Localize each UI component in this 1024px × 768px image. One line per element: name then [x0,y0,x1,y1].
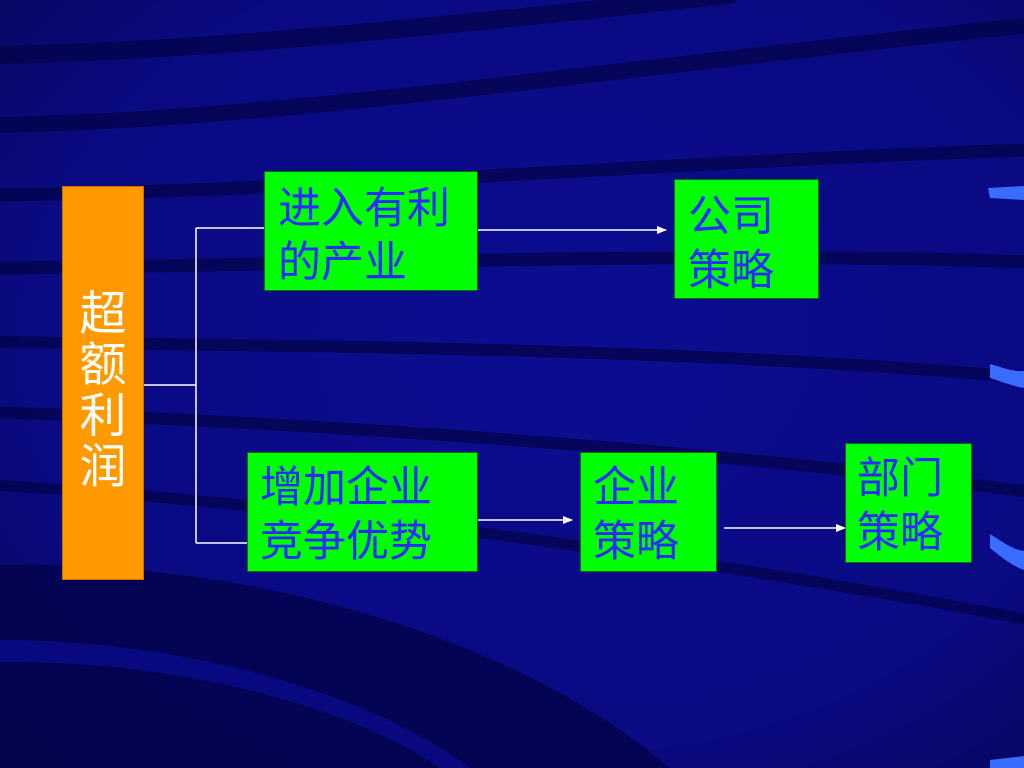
background-stripe [0,17,1024,133]
background-light-band [0,640,470,768]
node-label-line: 策略 [688,246,774,296]
node-label-line: 的产业 [278,238,407,288]
node-label-line: 竞争优势 [260,517,432,567]
node-label-line: 策略 [593,517,679,567]
node-label-line: 策略 [857,508,943,558]
node-label-line: 增加企业 [260,463,432,513]
node-enter-industry: 进入有利 的产业 [264,171,478,291]
edge-highlight [990,364,1024,388]
node-label: 超额利润 [79,287,127,495]
node-functional-strategy: 部门 策略 [845,443,972,563]
node-business-strategy: 企业 策略 [580,452,717,572]
node-label-line: 进入有利 [278,184,450,234]
node-corporate-strategy: 公司 策略 [674,179,819,299]
node-excess-profit: 超额利润 [62,186,144,580]
edge-highlight [990,534,1024,570]
edge-highlight [988,186,1024,200]
node-competitive-advantage: 增加企业 竞争优势 [247,452,478,572]
background-dark-sweep [0,564,670,768]
node-label-line: 部门 [857,454,943,504]
node-label-line: 公司 [688,192,774,242]
node-label-line: 企业 [593,463,679,513]
background-stripe [0,0,738,64]
edge-highlight [990,756,1024,768]
